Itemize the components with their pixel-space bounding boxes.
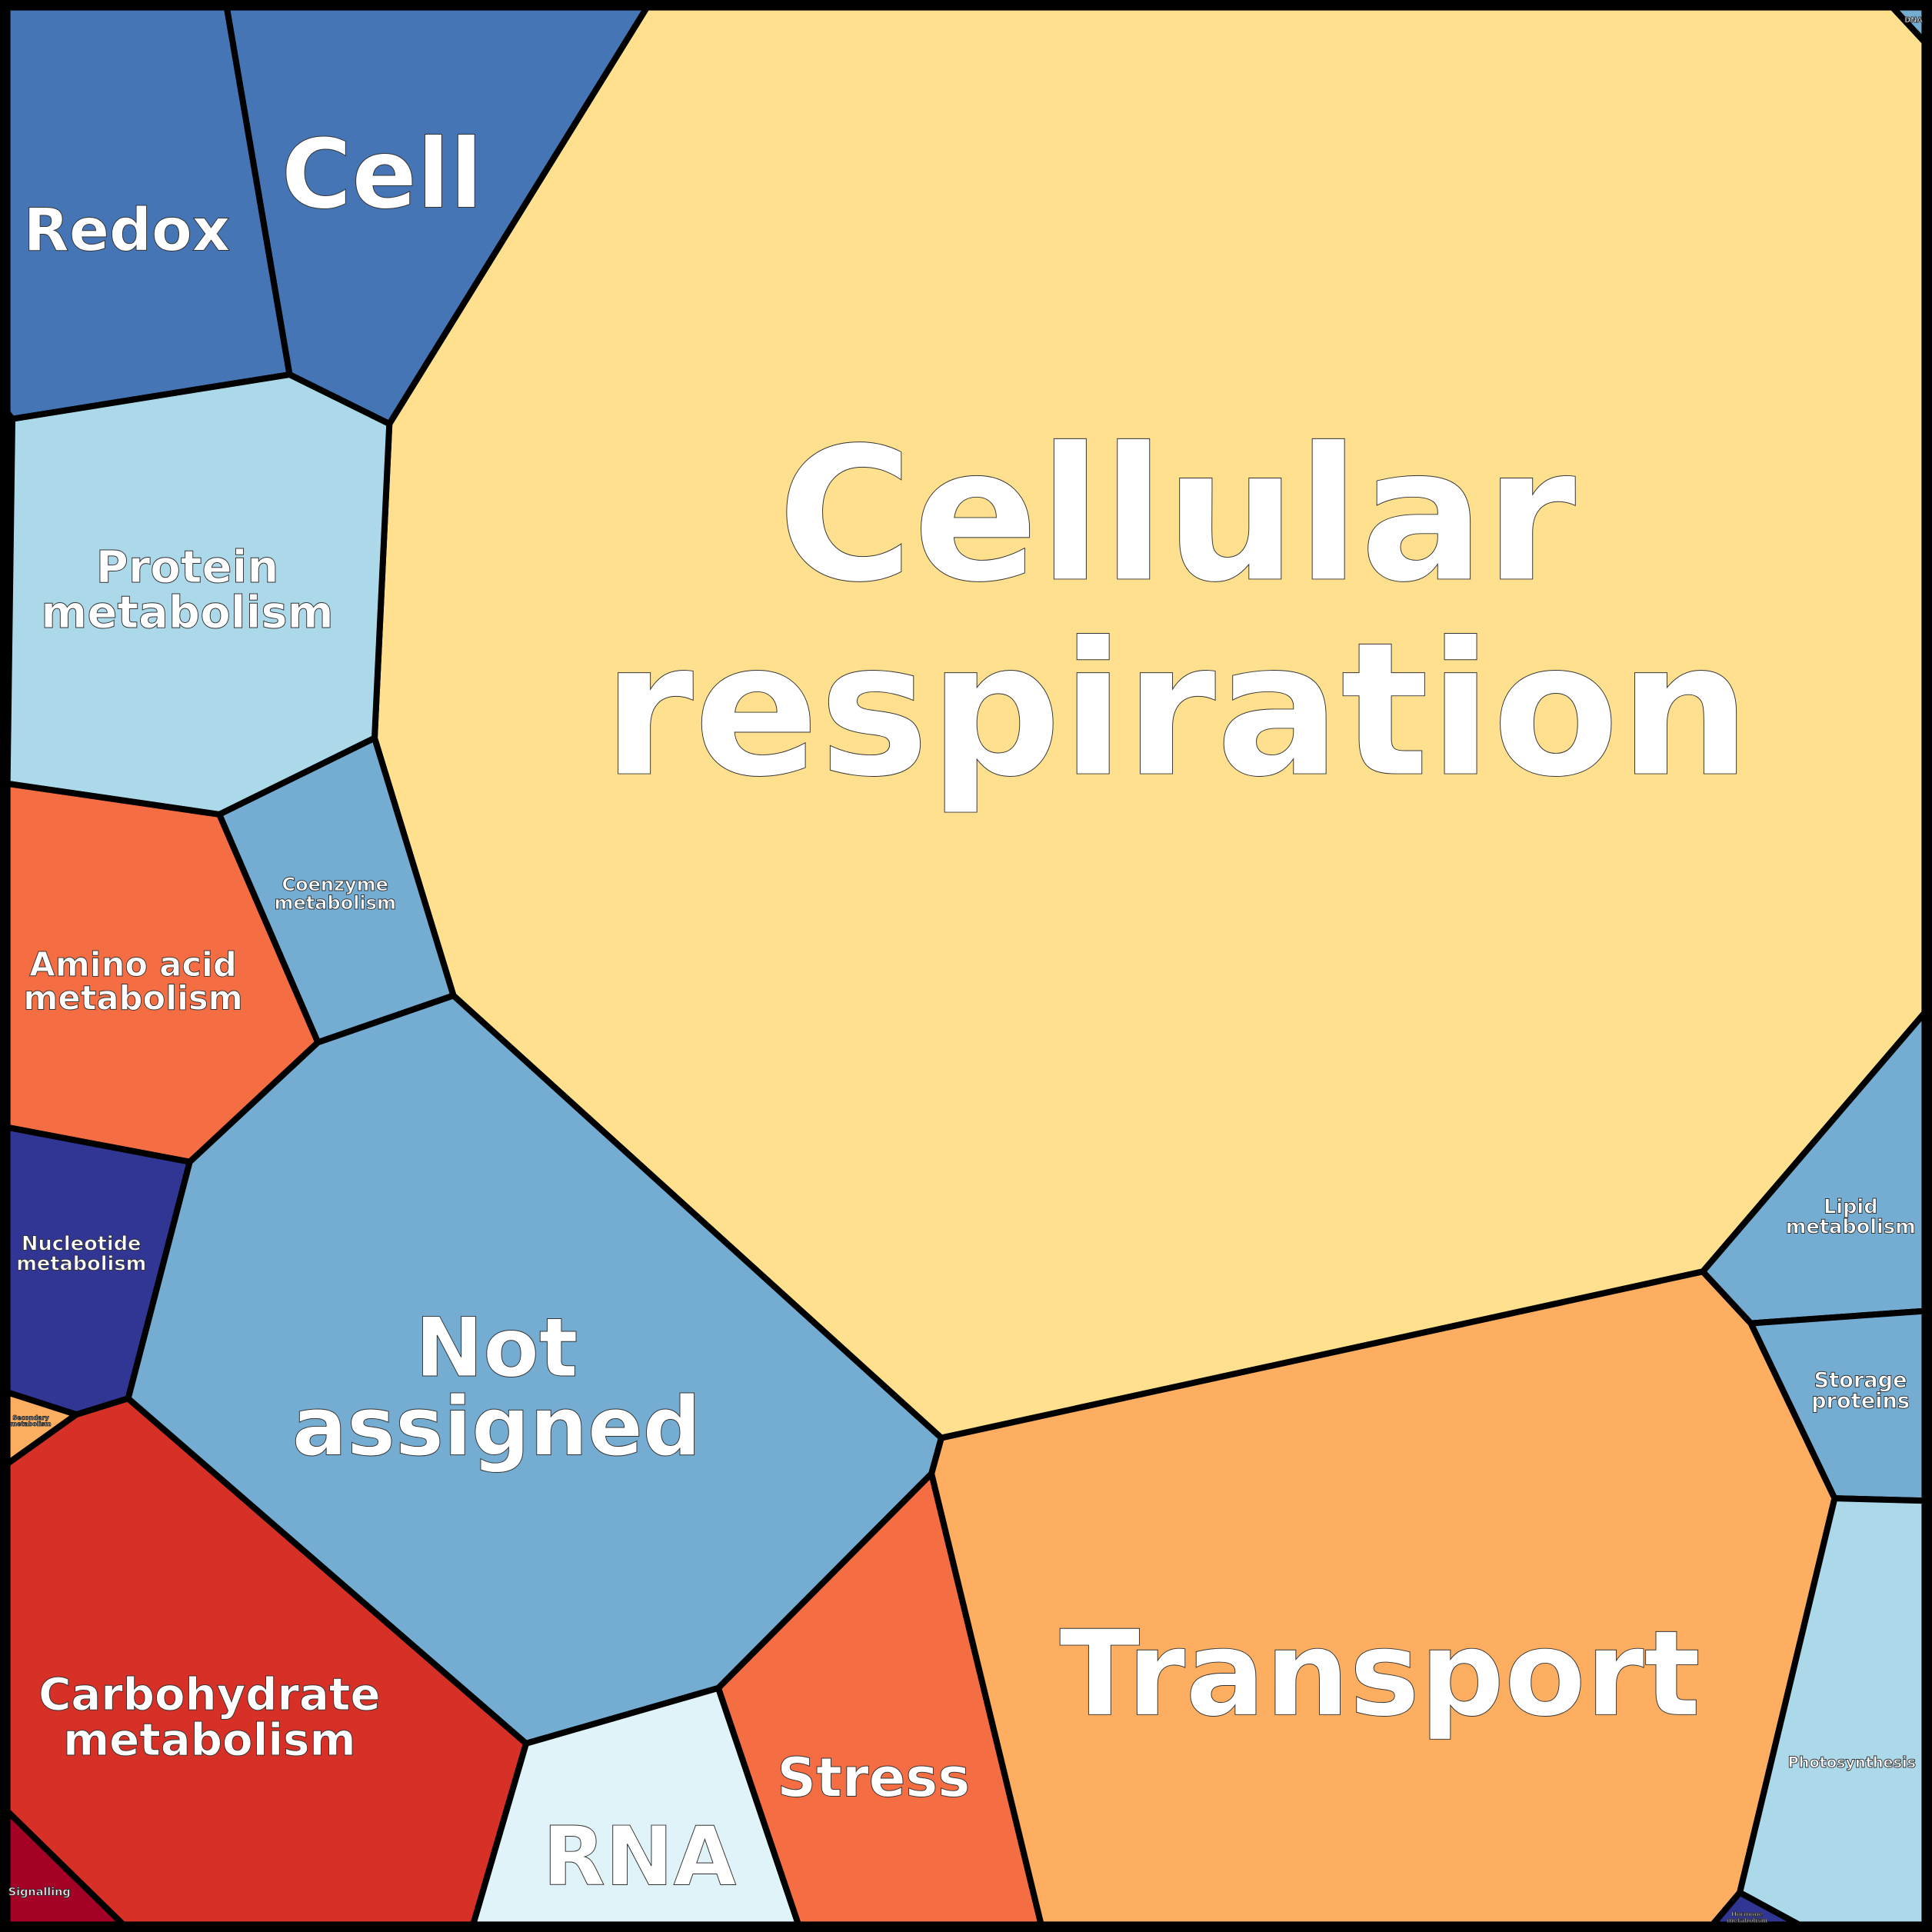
label-line: metabolism <box>63 1714 355 1766</box>
label-rna: RNA <box>543 1810 737 1904</box>
label-line: Nucleotide <box>22 1233 141 1256</box>
label-line: Transport <box>1059 1605 1700 1743</box>
label-line: Not <box>415 1301 578 1395</box>
label-line: Coenzyme <box>282 874 388 895</box>
label-line: assigned <box>292 1380 701 1474</box>
label-dna: DNA <box>1904 16 1923 25</box>
label-transport: Transport <box>1059 1605 1700 1743</box>
label-line: metabolism <box>41 586 333 638</box>
label-line: Stress <box>777 1747 970 1810</box>
label-line: Secondary <box>12 1414 49 1421</box>
label-line: Amino acid <box>29 946 237 984</box>
label-line: Carbohydrate <box>38 1668 380 1720</box>
label-line: metabolism <box>1786 1215 1916 1238</box>
label-line: respiration <box>602 602 1750 818</box>
cell-unlabeled-small[interactable] <box>4 409 16 428</box>
label-line: metabolism <box>275 892 396 914</box>
label-line: Redox <box>24 197 231 265</box>
label-line: Signalling <box>8 1886 71 1898</box>
label-cell: Cell <box>281 118 483 230</box>
label-photosynthesis: Photosynthesis <box>1788 1754 1916 1771</box>
label-line: Hormone <box>1731 1911 1764 1918</box>
label-redox: Redox <box>24 197 231 265</box>
label-line: Cellular <box>778 408 1576 623</box>
label-line: Lipid <box>1824 1196 1878 1219</box>
label-line: DNA <box>1904 16 1923 25</box>
label-stress: Stress <box>777 1747 970 1810</box>
label-line: proteins <box>1811 1390 1910 1414</box>
label-line: metabolism <box>11 1421 52 1427</box>
label-line: metabolism <box>23 979 242 1018</box>
label-line: RNA <box>543 1810 737 1904</box>
label-line: metabolism <box>16 1252 146 1275</box>
label-signalling: Signalling <box>8 1886 71 1898</box>
label-line: Cell <box>281 118 483 230</box>
label-line: Protein <box>96 541 279 593</box>
label-line: Photosynthesis <box>1788 1754 1916 1771</box>
label-line: metabolism <box>1727 1917 1767 1924</box>
label-line: Storage <box>1814 1368 1907 1392</box>
